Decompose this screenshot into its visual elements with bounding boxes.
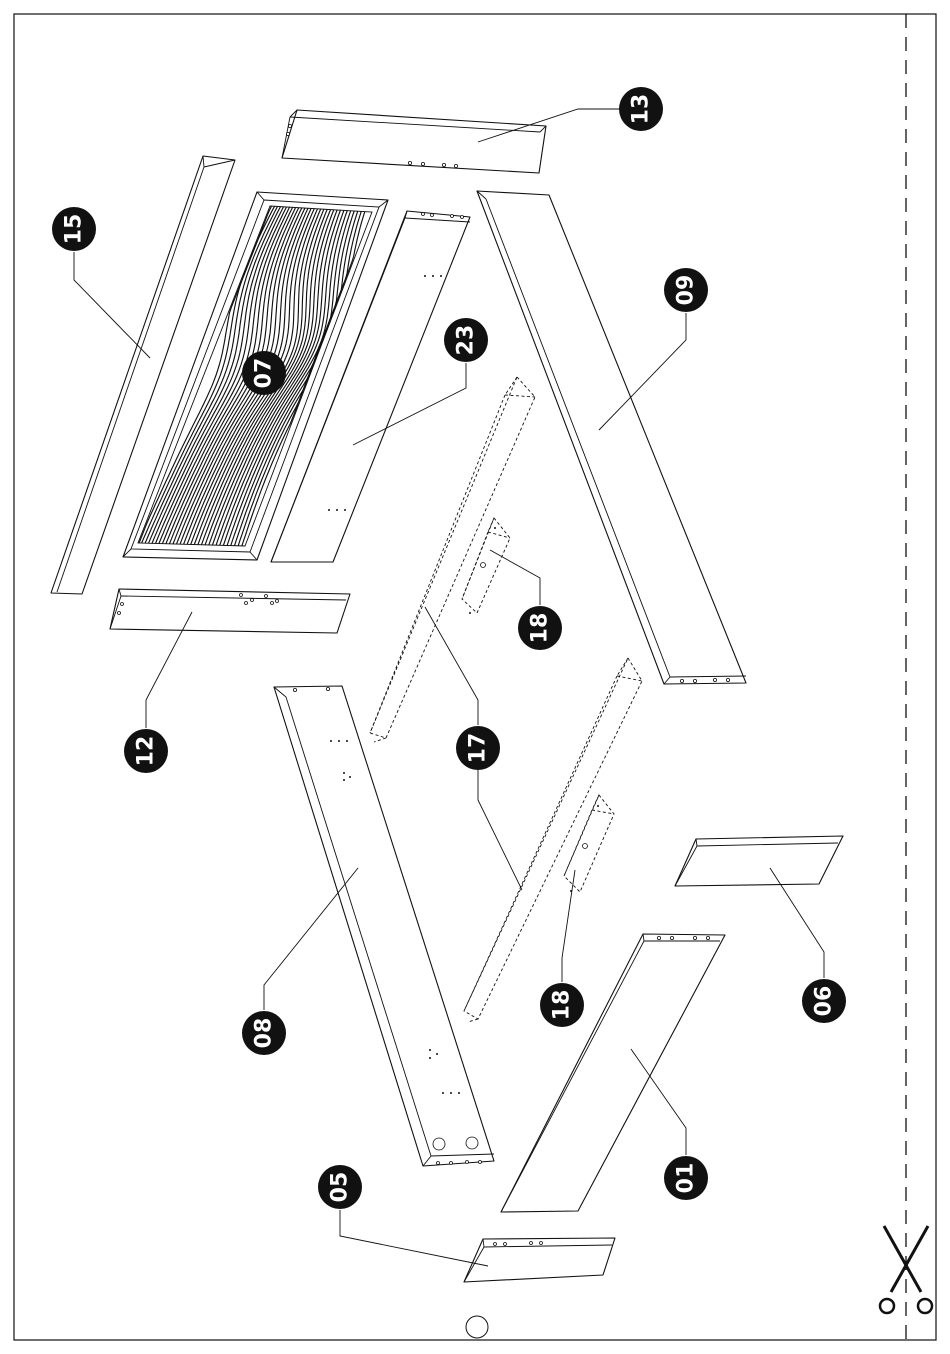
svg-text:18: 18 [550,990,575,1021]
svg-text:07: 07 [252,358,277,389]
part-badge-18-upper: 18 [518,606,562,650]
svg-text:01: 01 [674,1163,699,1194]
svg-text:13: 13 [629,94,654,125]
svg-text:17: 17 [466,733,491,764]
part-badge-07: 07 [242,351,286,395]
part-badge-06: 06 [802,979,846,1023]
part-18a-drawing [462,518,510,614]
part-badge-08: 08 [242,1011,286,1055]
part-12-drawing [110,589,350,633]
part-badge-15: 15 [52,207,96,251]
svg-text:23: 23 [454,325,479,356]
part-badge-05: 05 [318,1165,362,1209]
svg-text:06: 06 [812,986,837,1017]
part-17-lower-drawing [464,658,642,1022]
part-badge-18-lower: 18 [540,983,584,1027]
part-badge-01: 01 [664,1156,708,1200]
svg-text:05: 05 [328,1172,353,1203]
svg-text:12: 12 [134,736,159,767]
part-06-drawing [675,836,843,886]
part-13-drawing [282,110,546,173]
svg-text:08: 08 [252,1018,277,1049]
part-badge-17: 17 [456,726,500,770]
svg-text:09: 09 [674,275,699,306]
svg-text:18: 18 [528,613,553,644]
part-badge-12: 12 [124,729,168,773]
part-17-upper-drawing [370,377,535,742]
part-badge-13: 13 [619,87,663,131]
part-05-drawing [464,1238,615,1282]
svg-text:15: 15 [62,214,87,245]
part-badge-23: 23 [444,318,488,362]
part-09-drawing [477,191,746,684]
part-18b-drawing [564,795,614,892]
part-badge-09: 09 [664,268,708,312]
page-marker-icon [466,1316,488,1338]
